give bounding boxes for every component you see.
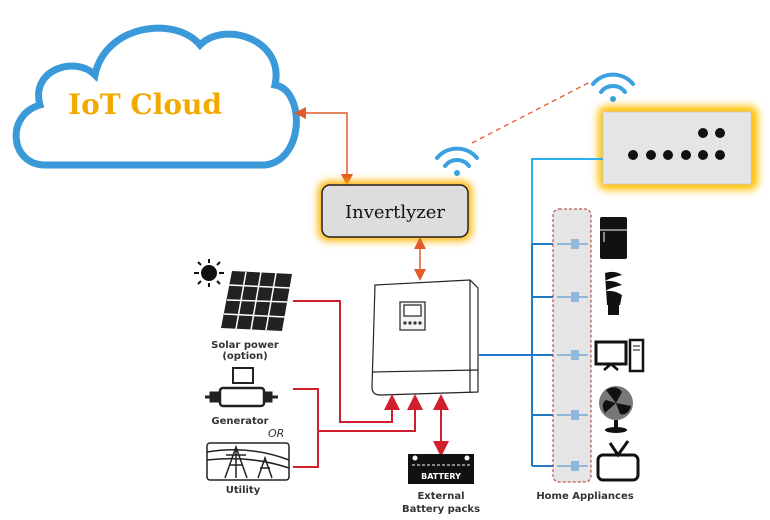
battery-label: External bbox=[417, 491, 464, 502]
solar-label: Solar power bbox=[211, 340, 279, 351]
battery-icon-text: BATTERY bbox=[421, 472, 461, 481]
battery-icon: BATTERY bbox=[408, 454, 474, 484]
invertlyzer-label: Invertlyzer bbox=[345, 202, 445, 223]
generator-icon bbox=[205, 367, 278, 408]
battery-label-2: Battery packs bbox=[402, 504, 480, 515]
or-label: OR bbox=[268, 427, 284, 440]
wifi-icon bbox=[435, 146, 479, 176]
fan-icon bbox=[599, 386, 633, 433]
utility-label: Utility bbox=[226, 485, 261, 496]
ac-output-lines bbox=[479, 158, 603, 467]
appliances-label: Home Appliances bbox=[536, 491, 633, 502]
cloud-link-arrow bbox=[294, 107, 353, 186]
plug-icons bbox=[557, 239, 588, 471]
smart-switch-panel bbox=[598, 106, 758, 190]
generator-label: Generator bbox=[211, 416, 268, 427]
power-strip bbox=[552, 208, 592, 483]
refrigerator-icon bbox=[600, 217, 627, 259]
tv-icon bbox=[596, 440, 640, 482]
solar-panel-icon bbox=[221, 271, 292, 331]
sun-icon bbox=[194, 259, 224, 287]
iot-cloud: IoT Cloud bbox=[12, 24, 300, 169]
power-input-lines bbox=[293, 300, 449, 468]
cloud-label: IoT Cloud bbox=[68, 88, 222, 121]
wifi-icon bbox=[591, 72, 635, 102]
computer-icon bbox=[594, 338, 645, 373]
inverter-unit bbox=[371, 279, 479, 396]
solar-option-label: (option) bbox=[222, 351, 267, 362]
bulb-icon bbox=[605, 271, 622, 315]
wireless-link-line bbox=[471, 81, 591, 144]
invertlyzer-device: Invertlyzer bbox=[318, 181, 472, 241]
utility-pylon-icon bbox=[206, 442, 290, 481]
